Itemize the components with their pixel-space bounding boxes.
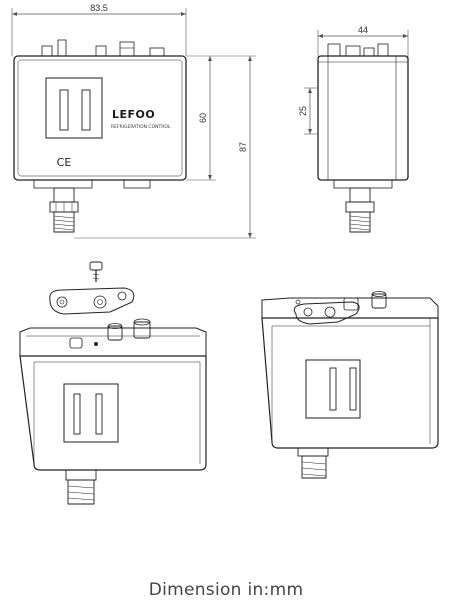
dim-depth-label: 44 xyxy=(358,25,368,35)
brand-logo: LEFOO xyxy=(112,108,155,121)
front-view xyxy=(11,8,256,239)
ce-mark: CE xyxy=(57,156,72,169)
isometric-view-exploded xyxy=(19,261,207,505)
dim-total-height-label: 87 xyxy=(238,142,248,152)
dim-inner-label: 25 xyxy=(298,106,308,116)
isometric-view-assembled xyxy=(261,291,439,479)
brand-subtitle: REFRIGERATION CONTROL xyxy=(111,124,171,130)
dim-height-label: 60 xyxy=(198,113,208,123)
dim-width-label: 83.5 xyxy=(90,3,108,13)
dimension-caption: Dimension in:mm xyxy=(148,580,304,600)
side-view xyxy=(304,30,409,233)
